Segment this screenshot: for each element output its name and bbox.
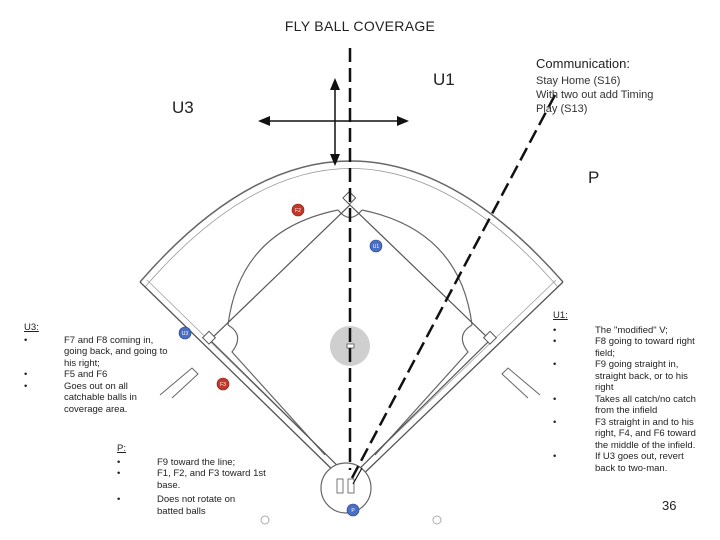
p-note-2: • F1, F2, and F3 toward 1st base. bbox=[117, 468, 277, 491]
u3-note-1-line-3: his right; bbox=[64, 357, 100, 369]
arrow-right-head bbox=[397, 116, 409, 126]
page-number: 36 bbox=[662, 498, 677, 513]
home-pointer bbox=[352, 467, 363, 485]
u1-notes: U1: • The "modified" V; • F8 going to to… bbox=[553, 310, 715, 474]
bullet: • bbox=[553, 336, 557, 347]
u1-note-3-line-1: F9 going straight in, bbox=[595, 359, 679, 370]
p-note-3: • Does not rotate on batted balls bbox=[117, 494, 277, 517]
svg-text:U1: U1 bbox=[373, 244, 380, 250]
marker-p-home: P bbox=[346, 503, 360, 517]
u1-note-4-line-2: from the infield bbox=[595, 405, 658, 416]
foul-line-left bbox=[139, 281, 346, 483]
u3-notes: U3: • F7 and F8 coming in, going back, a… bbox=[24, 322, 194, 415]
third-base bbox=[201, 330, 217, 345]
arrow-down-head bbox=[330, 154, 340, 166]
dugout-left bbox=[159, 367, 199, 399]
batters-box-right bbox=[347, 478, 355, 494]
infield-arc bbox=[227, 209, 473, 326]
u3-note-3-line-2: catchable balls in bbox=[64, 392, 137, 403]
label-p: P bbox=[588, 168, 600, 187]
u1-note-4-line-1: Takes all catch/no catch bbox=[595, 393, 696, 405]
u1-note-2-line-2: field; bbox=[595, 347, 616, 359]
u1-note-3-line-2: straight back, or to his bbox=[595, 370, 688, 382]
outfield-fence bbox=[139, 160, 564, 283]
bullet: • bbox=[117, 494, 121, 505]
u3-note-2-line-1: F5 and F6 bbox=[64, 369, 108, 380]
bullet: • bbox=[24, 380, 28, 392]
infield-cutout-left bbox=[227, 324, 326, 456]
infield-cutout-right bbox=[374, 324, 473, 456]
u1-note-2: • F8 going to toward right field; bbox=[553, 336, 715, 359]
u3-note-2: • F5 and F6 bbox=[24, 369, 194, 381]
communication-line-2: With two out add Timing bbox=[536, 89, 654, 101]
on-deck-circle-right bbox=[432, 515, 442, 525]
u1-note-5: • F3 straight in and to his right, F4, a… bbox=[553, 417, 715, 452]
u3-note-1-line-1: F7 and F8 coming in, bbox=[64, 334, 154, 346]
u1-note-3: • F9 going straight in, straight back, o… bbox=[553, 359, 715, 394]
arrow-up-head bbox=[330, 78, 340, 90]
u1-diagonal-dashed-line bbox=[350, 94, 557, 479]
label-u3: U3 bbox=[172, 98, 194, 117]
u1-note-6: • If U3 goes out, revert back to two-man… bbox=[553, 451, 715, 474]
dugout-right bbox=[501, 367, 541, 399]
u3-note-3: • Goes out on all catchable balls in cov… bbox=[24, 381, 194, 416]
bullet: • bbox=[553, 451, 557, 462]
p-note-2-line-2: base. bbox=[157, 479, 181, 491]
outfield-warning-track bbox=[144, 168, 559, 288]
svg-text:F3: F3 bbox=[220, 382, 226, 388]
bullet: • bbox=[24, 334, 28, 346]
marker-u3-field: U3 bbox=[178, 326, 192, 340]
pitchers-rubber bbox=[346, 343, 355, 349]
arrow-left-head bbox=[258, 116, 270, 126]
label-u1: U1 bbox=[433, 70, 455, 89]
page-title: FLY BALL COVERAGE bbox=[284, 18, 436, 34]
bullet: • bbox=[553, 359, 557, 370]
u3-note-1-line-2: going back, and going to bbox=[64, 346, 168, 357]
svg-text:P: P bbox=[351, 508, 355, 514]
p-note-2-line-1: F1, F2, and F3 toward 1st bbox=[157, 468, 266, 479]
u1-note-6-line-1: If U3 goes out, revert bbox=[595, 451, 684, 462]
foul-line-right bbox=[354, 281, 564, 483]
communication-line-3: Play (S13) bbox=[536, 103, 588, 115]
u1-note-5-line-2: right, F4, and F6 toward bbox=[595, 428, 696, 439]
u1-note-5-line-1: F3 straight in and to his bbox=[595, 416, 694, 428]
p-note-1: • F9 toward the line; bbox=[117, 457, 277, 469]
p-note-3-line-2: batted balls bbox=[157, 505, 206, 517]
bullet: • bbox=[24, 369, 28, 380]
u3-notes-heading: U3: bbox=[24, 322, 39, 333]
on-deck-circle-left bbox=[260, 515, 270, 525]
u3-note-1: • F7 and F8 coming in, going back, and g… bbox=[24, 335, 194, 370]
svg-text:F2: F2 bbox=[295, 208, 301, 214]
p-notes: P: • F9 toward the line; • F1, F2, and F… bbox=[117, 443, 277, 517]
u1-note-1-line-1: The "modified" V; bbox=[595, 324, 668, 336]
marker-f2-top: F2 bbox=[291, 203, 305, 217]
marker-f3-field: F3 bbox=[216, 377, 230, 391]
u1-note-6-line-2: back to two-man. bbox=[595, 462, 668, 474]
u3-note-3-line-3: coverage area. bbox=[64, 403, 128, 415]
u1-notes-heading: U1: bbox=[553, 310, 568, 321]
u1-note-4: • Takes all catch/no catch from the infi… bbox=[553, 394, 715, 417]
p-note-3-line-1: Does not rotate on bbox=[157, 494, 236, 505]
batters-box-left bbox=[336, 478, 344, 494]
bullet: • bbox=[553, 416, 557, 428]
u3-note-3-line-1: Goes out on all bbox=[64, 380, 128, 392]
u1-note-1: • The "modified" V; bbox=[553, 325, 715, 337]
u1-note-3-line-3: right bbox=[595, 382, 614, 393]
home-plate-circle bbox=[320, 462, 372, 514]
u1-note-2-line-1: F8 going to toward right bbox=[595, 336, 695, 347]
marker-u1-field: U1 bbox=[369, 239, 383, 253]
svg-text:U3: U3 bbox=[182, 331, 189, 337]
bullet: • bbox=[553, 324, 557, 336]
communication-heading: Communication: bbox=[536, 56, 630, 71]
p-note-1-line-1: F9 toward the line; bbox=[157, 456, 236, 468]
bullet: • bbox=[553, 393, 557, 405]
bullet: • bbox=[117, 468, 121, 479]
communication-line-1: Stay Home (S16) bbox=[536, 75, 621, 87]
u1-note-5-line-3: the middle of the infield. bbox=[595, 439, 696, 451]
p-notes-heading: P: bbox=[117, 443, 126, 454]
first-base bbox=[482, 330, 498, 345]
bullet: • bbox=[117, 456, 121, 468]
